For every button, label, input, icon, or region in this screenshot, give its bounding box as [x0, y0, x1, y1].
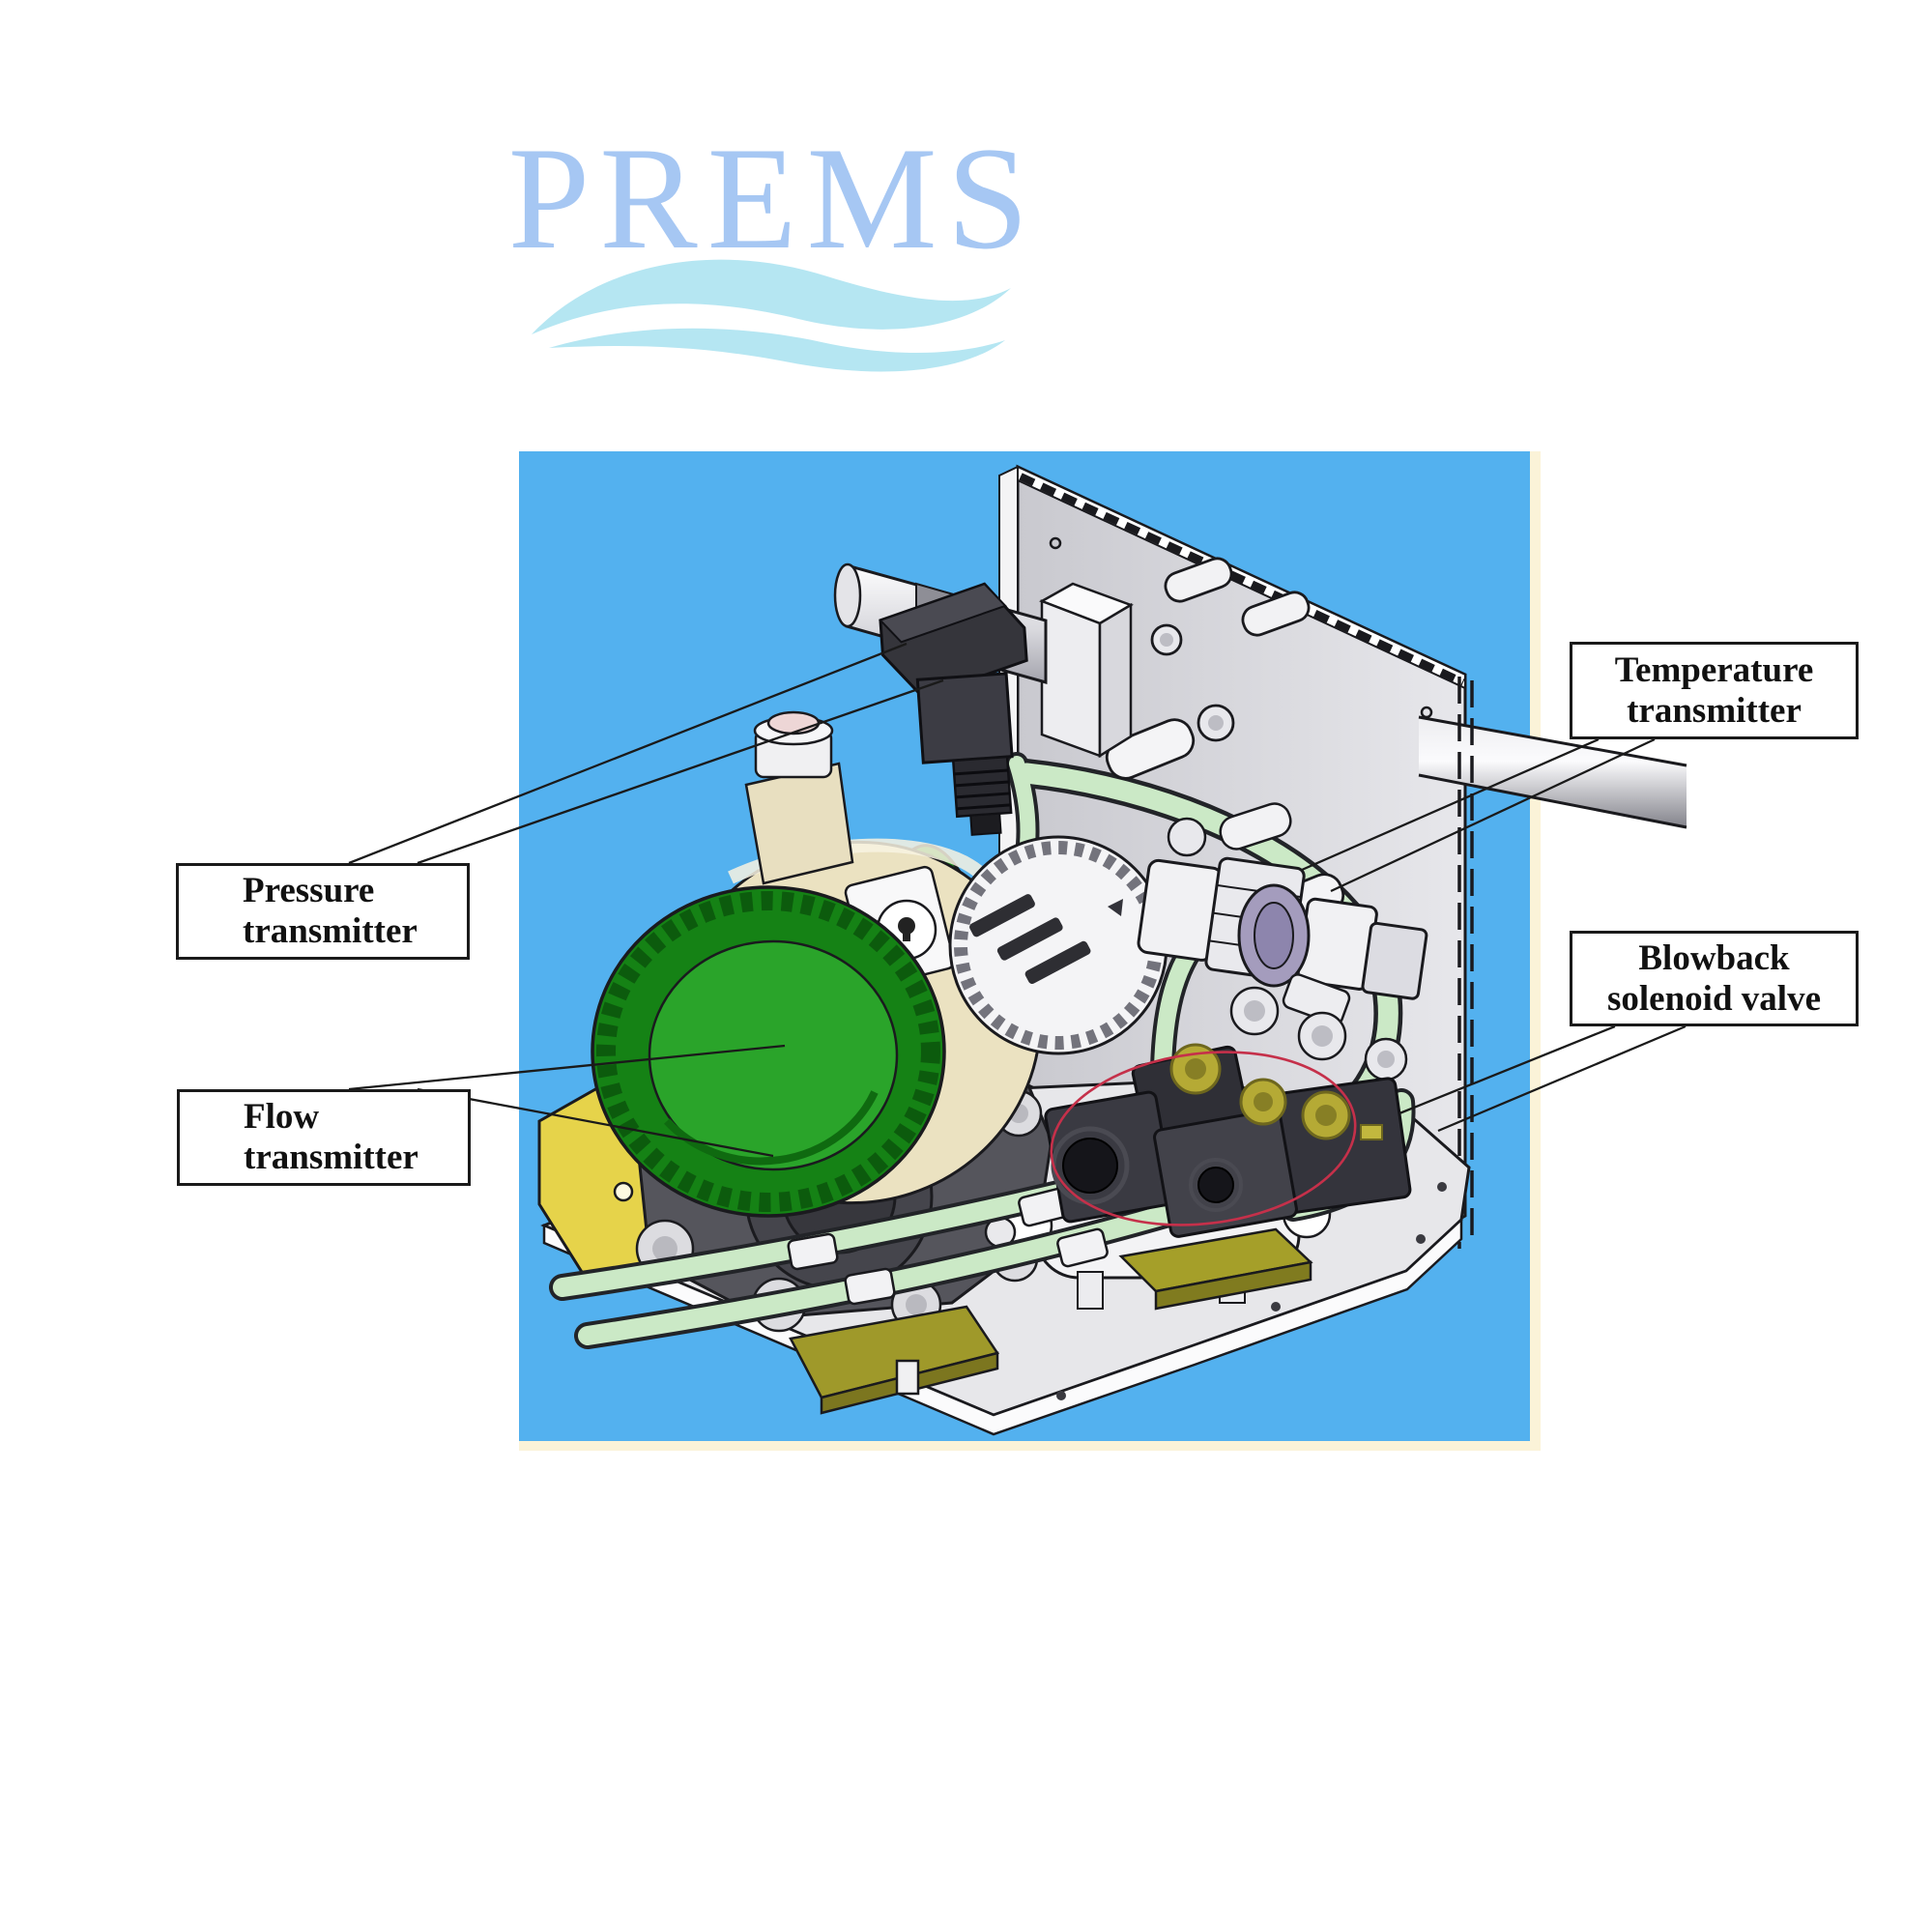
flange-disc [948, 835, 1168, 1055]
figure-edge-strip-right [1530, 451, 1541, 1451]
pressure-transmitter-graphic [833, 562, 1134, 836]
label-temperature-line2: transmitter [1627, 690, 1802, 731]
temperature-transmitter-graphic [1137, 802, 1428, 1081]
label-blowback-line1: Blowback [1638, 937, 1790, 978]
flow-transmitter-cap [591, 885, 946, 1218]
flow-transmitter-neck [744, 710, 854, 885]
back-panel-right-edge [1457, 677, 1474, 1249]
olive-plates [789, 1227, 1313, 1415]
outlet-pipe-graphic [1418, 715, 1687, 829]
highlight-ellipse [1050, 1051, 1357, 1226]
label-box-pressure: Pressure transmitter [176, 863, 470, 960]
label-box-temperature: Temperature transmitter [1570, 642, 1859, 739]
label-temperature-line1: Temperature [1614, 649, 1814, 690]
logo-text: PREMS [508, 117, 1038, 279]
label-flow-line1: Flow [244, 1097, 320, 1137]
solenoid-valves-graphic [1044, 1043, 1412, 1238]
figure-edge-strip-bottom [519, 1441, 1541, 1451]
label-blowback-line2: solenoid valve [1607, 978, 1821, 1019]
label-box-flow: Flow transmitter [177, 1089, 471, 1186]
label-pressure-line2: transmitter [243, 911, 418, 951]
din-connector [879, 582, 1028, 836]
label-flow-line2: transmitter [244, 1138, 418, 1177]
label-box-blowback: Blowback solenoid valve [1570, 931, 1859, 1026]
label-pressure-line1: Pressure [243, 871, 375, 910]
flow-transmitter-graphic [591, 710, 1042, 1218]
leader-lines [348, 642, 1687, 1158]
panel-bracket-block [1039, 582, 1134, 759]
logo-wave-icon [532, 259, 1011, 372]
